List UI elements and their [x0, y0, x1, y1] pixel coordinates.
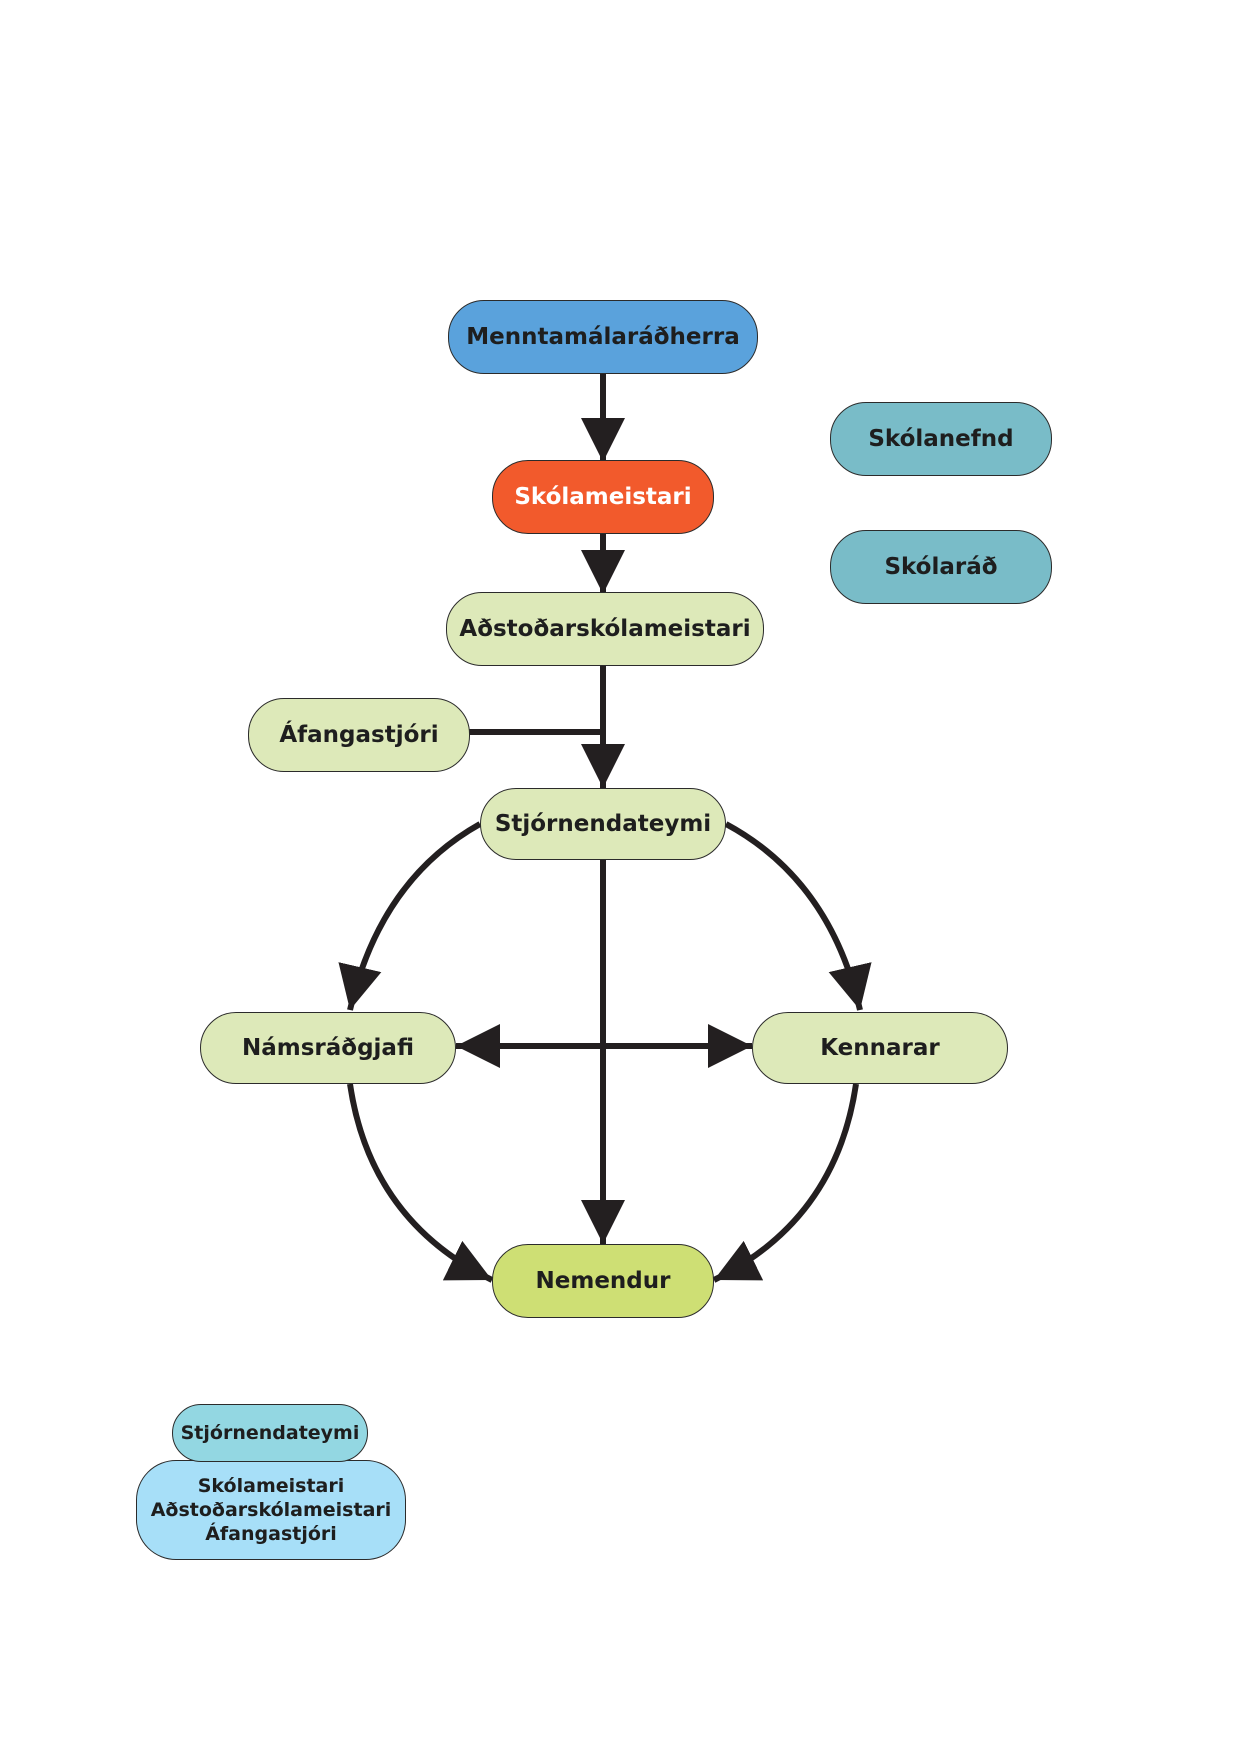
- node-menntamalaradherra: Menntamálaráðherra: [448, 300, 758, 374]
- legend-member: Aðstoðarskólameistari: [150, 1499, 392, 1521]
- node-namsradgjafi: Námsráðgjafi: [200, 1012, 456, 1084]
- legend-title: Stjórnendateymi: [172, 1404, 368, 1462]
- node-nemendur: Nemendur: [492, 1244, 714, 1318]
- node-afangastjori: Áfangastjóri: [248, 698, 470, 772]
- node-skolanefnd: Skólanefnd: [830, 402, 1052, 476]
- node-skolameistari: Skólameistari: [492, 460, 714, 534]
- arrow-management-to-counsellor: [338, 821, 482, 1011]
- legend-member: Áfangastjóri: [205, 1523, 337, 1545]
- node-skolarad: Skólaráð: [830, 530, 1052, 604]
- node-adstodarskolameistari: Aðstoðarskólameistari: [446, 592, 764, 666]
- legend-member: Skólameistari: [197, 1475, 345, 1497]
- arrow-counsellor-to-students: [347, 1083, 494, 1283]
- node-stjornendateymi: Stjórnendateymi: [480, 788, 726, 860]
- arrow-teachers-to-students: [712, 1083, 859, 1283]
- legend-members: Skólameistari Aðstoðarskólameistari Áfan…: [136, 1460, 406, 1560]
- arrow-management-to-teachers: [724, 821, 872, 1011]
- node-kennarar: Kennarar: [752, 1012, 1008, 1084]
